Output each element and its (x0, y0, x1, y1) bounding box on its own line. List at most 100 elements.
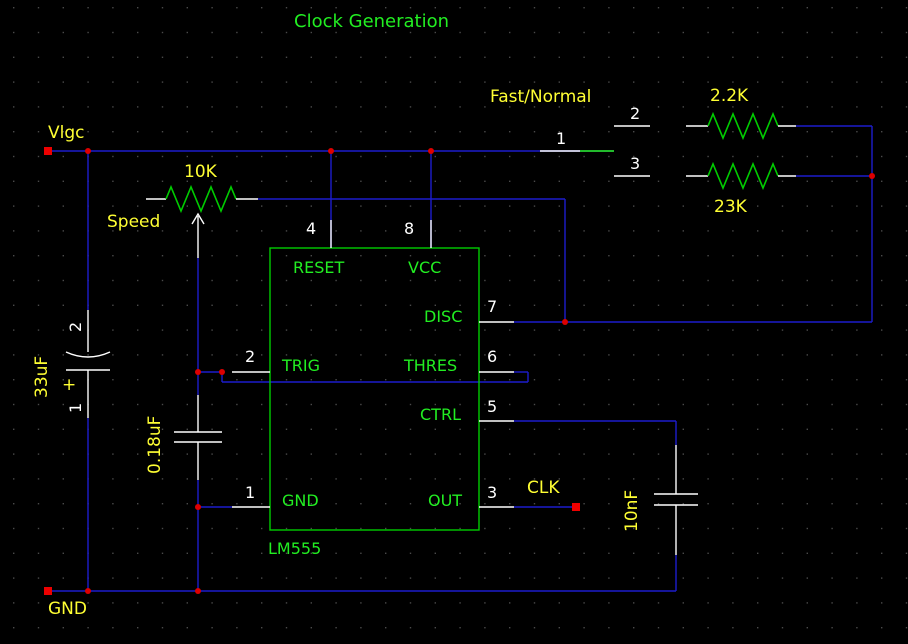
grid-dot (137, 503, 139, 505)
grid-dot (37, 428, 40, 430)
grid-dot (236, 230, 238, 232)
grid-dot (608, 255, 610, 257)
grid-dot (137, 379, 139, 381)
grid-dot (608, 230, 610, 232)
grid-dot (434, 503, 436, 505)
grid-dot (905, 552, 908, 554)
grid-dot (781, 56, 784, 58)
grid-dot (37, 577, 40, 579)
grid-dot (285, 279, 288, 282)
grid-dot (533, 527, 536, 530)
c33-curved-plate (65, 351, 111, 358)
grid-dot (657, 255, 660, 257)
grid-dot (806, 31, 808, 34)
grid-dot (881, 527, 883, 530)
grid-dot (781, 131, 784, 133)
port-clk[interactable] (572, 503, 580, 511)
grid-dot (558, 255, 560, 257)
grid-dot (13, 106, 15, 108)
grid-dot (385, 627, 387, 629)
grid-dot (806, 602, 808, 604)
grid-dot (236, 81, 238, 83)
grid-dot (881, 552, 883, 554)
grid-dot (409, 106, 412, 108)
grid-dot (285, 527, 288, 530)
junctions (85, 148, 875, 594)
grid-dot (533, 279, 536, 282)
grid-dot (360, 180, 362, 182)
grid-dot (583, 255, 585, 257)
grid-dot (831, 106, 833, 108)
grid-dot (682, 527, 684, 530)
grid-dot (806, 279, 808, 282)
grid-dot (434, 205, 436, 207)
grid-dot (558, 527, 560, 530)
grid-dot (310, 478, 312, 480)
grid-dot (37, 131, 40, 133)
grid-dot (13, 255, 15, 257)
grid-dot (657, 131, 660, 133)
grid-dot (509, 155, 511, 158)
grid-dot (434, 354, 436, 356)
grid-dot (236, 527, 238, 530)
grid-dot (459, 230, 461, 232)
port-vlgc[interactable] (44, 147, 52, 155)
grid-dot (533, 453, 536, 455)
grid-dot (434, 81, 436, 83)
grid-dot (484, 56, 486, 58)
grid-dot (211, 428, 213, 430)
grid-dot (459, 131, 461, 133)
grid-dot (856, 7, 858, 9)
grid-dot (806, 527, 808, 530)
grid-dot (335, 230, 337, 232)
grid-dot (533, 503, 536, 505)
grid-dot (905, 379, 908, 381)
potentiometer-10k: 10K Speed (107, 162, 258, 258)
grid-dot (459, 428, 461, 430)
grid (13, 7, 908, 629)
grid-dot (757, 81, 759, 83)
grid-dot (112, 527, 114, 530)
grid-dot (757, 379, 759, 381)
grid-dot (137, 31, 139, 34)
grid-dot (509, 552, 511, 554)
grid-dot (831, 230, 833, 232)
grid-dot (781, 81, 784, 83)
grid-dot (310, 527, 312, 530)
grid-dot (757, 503, 759, 505)
grid-dot (484, 131, 486, 133)
grid-dot (360, 627, 362, 629)
grid-dot (335, 279, 337, 282)
grid-dot (409, 527, 412, 530)
grid-dot (211, 56, 213, 58)
grid-dot (484, 255, 486, 257)
grid-dot (186, 602, 188, 604)
grid-dot (211, 7, 213, 9)
port-gnd[interactable] (44, 587, 52, 595)
grid-dot (112, 577, 114, 579)
grid-dot (261, 478, 263, 480)
grid-dot (385, 56, 387, 58)
grid-dot (732, 552, 734, 554)
grid-dot (831, 527, 833, 530)
switch-pin-normal: 3 (630, 154, 640, 173)
pot-body (165, 184, 237, 214)
grid-dot (558, 453, 560, 455)
grid-dot (558, 155, 560, 158)
grid-dot (657, 304, 660, 306)
grid-dot (757, 354, 759, 356)
grid-dot (608, 155, 610, 158)
grid-dot (533, 602, 536, 604)
grid-dot (335, 627, 337, 629)
grid-dot (806, 503, 808, 505)
grid-dot (310, 131, 312, 133)
pin-num-trig: 2 (245, 347, 255, 366)
grid-dot (583, 131, 585, 133)
grid-dot (137, 155, 139, 158)
pin-name-disc: DISC (424, 307, 462, 326)
grid-dot (186, 131, 188, 133)
grid-dot (732, 81, 734, 83)
grid-dot (732, 31, 734, 34)
grid-dot (682, 577, 684, 579)
grid-dot (707, 81, 709, 83)
